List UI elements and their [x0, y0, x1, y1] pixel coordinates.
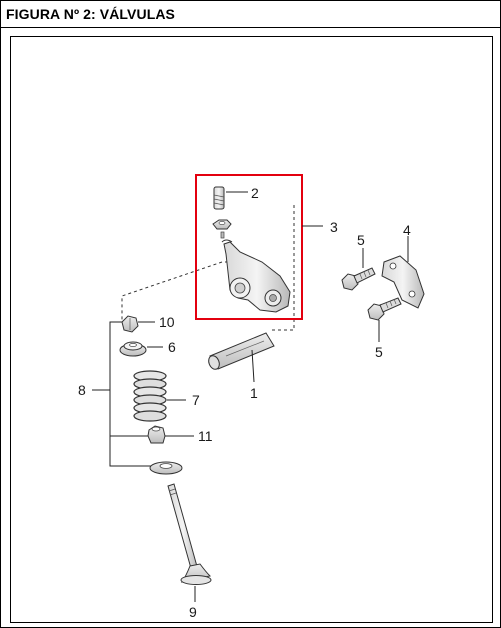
callout-bracket-8 [92, 321, 158, 467]
part-11-valve-seal [147, 425, 194, 444]
part-6-spring-retainer [119, 341, 163, 357]
callout-7: 7 [192, 392, 200, 408]
callout-5-upper: 5 [357, 232, 365, 248]
callout-9: 9 [189, 604, 197, 620]
part-1-rocker-shaft [208, 332, 275, 383]
part-4-shaft-plate [381, 236, 425, 309]
callout-11: 11 [198, 428, 213, 444]
diagram-panel [10, 36, 493, 623]
figure-title: FIGURA Nº 2: VÁLVULAS [6, 6, 175, 22]
callout-2: 2 [251, 185, 259, 201]
spring-seat [149, 461, 183, 475]
part-9-valve [167, 483, 212, 602]
callout-3: 3 [330, 219, 338, 235]
rocker-arm [221, 239, 291, 313]
part-5-bolt-upper [341, 248, 376, 291]
callout-1: 1 [250, 385, 258, 401]
callout-4: 4 [403, 222, 411, 238]
part-10-valve-keepers [121, 315, 155, 333]
part-7-valve-spring [133, 370, 186, 422]
callout-5-lower: 5 [375, 344, 383, 360]
title-bar: FIGURA Nº 2: VÁLVULAS [1, 1, 500, 28]
callout-numbers: 1 2 3 4 5 5 6 7 8 9 10 11 [78, 185, 411, 620]
part-2-adjusting-screw [213, 186, 248, 210]
part-2-lock-nut [212, 219, 232, 239]
callout-8: 8 [78, 382, 86, 398]
callout-6: 6 [168, 339, 176, 355]
part-5-bolt-lower [367, 297, 402, 342]
callout-10: 10 [159, 314, 175, 330]
highlight-box [195, 174, 303, 320]
